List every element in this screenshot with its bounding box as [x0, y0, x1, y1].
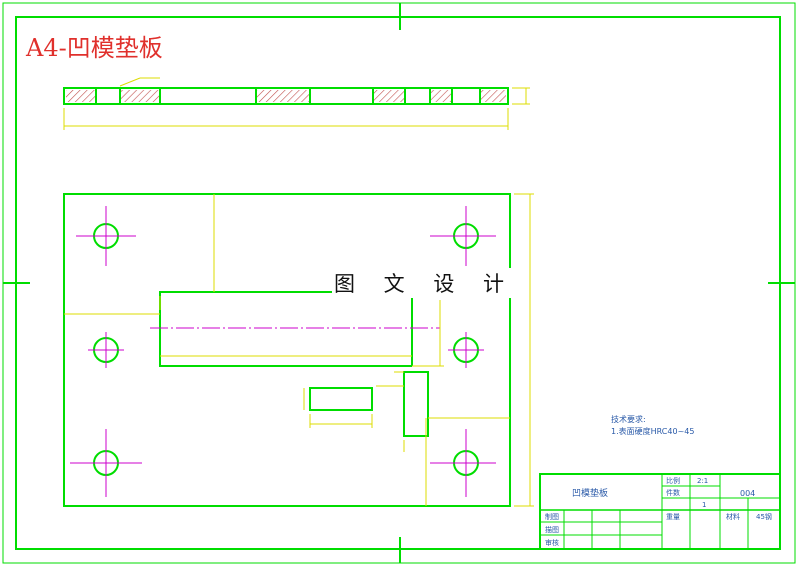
hatch-area [480, 90, 506, 102]
bolt-holes [70, 206, 496, 497]
hatch-area [120, 90, 160, 102]
centering-marks [3, 3, 795, 563]
checked-label: 描图 [545, 525, 559, 534]
drawing-number: 004 [740, 489, 755, 498]
hatch-area [66, 90, 96, 102]
hatch-area [373, 90, 405, 102]
dimension-lines [64, 193, 534, 507]
plate-outline [63, 193, 511, 507]
weight-label: 重量 [666, 513, 680, 521]
qty-value: 1 [702, 501, 706, 509]
scale-value: 2:1 [697, 477, 708, 485]
hole [88, 332, 124, 368]
small-pocket [309, 387, 373, 411]
hole [76, 206, 136, 266]
side-pocket [403, 371, 429, 437]
drawn-label: 制图 [545, 512, 559, 521]
part-name: 凹模垫板 [572, 487, 608, 499]
main-slot [159, 291, 412, 367]
notes-heading: 技术要求: [611, 414, 646, 424]
watermark: 图 文 设 计 [332, 268, 518, 298]
hole [70, 429, 142, 497]
hole [448, 332, 484, 368]
material-value: 45钢 [756, 512, 772, 521]
title-block [539, 473, 781, 550]
drawing-title: A4-凹模垫板 [26, 34, 163, 62]
hatch-area [430, 90, 452, 102]
hole [430, 429, 496, 497]
material-label: 材料 [726, 512, 740, 521]
section-view [63, 77, 530, 130]
approved-label: 审核 [545, 538, 559, 547]
scale-label: 比例 [666, 476, 680, 485]
title-block-text: 凹模垫板 比例 2:1 件数 1 004 重量 材料 45钢 制图 描图 审核 [545, 476, 772, 547]
qty-label: 件数 [666, 488, 680, 497]
notes-line: 1.表面硬度HRC40~45 [611, 426, 694, 436]
hole [430, 206, 496, 266]
hatch-area [256, 90, 310, 102]
plan-view [63, 193, 534, 507]
